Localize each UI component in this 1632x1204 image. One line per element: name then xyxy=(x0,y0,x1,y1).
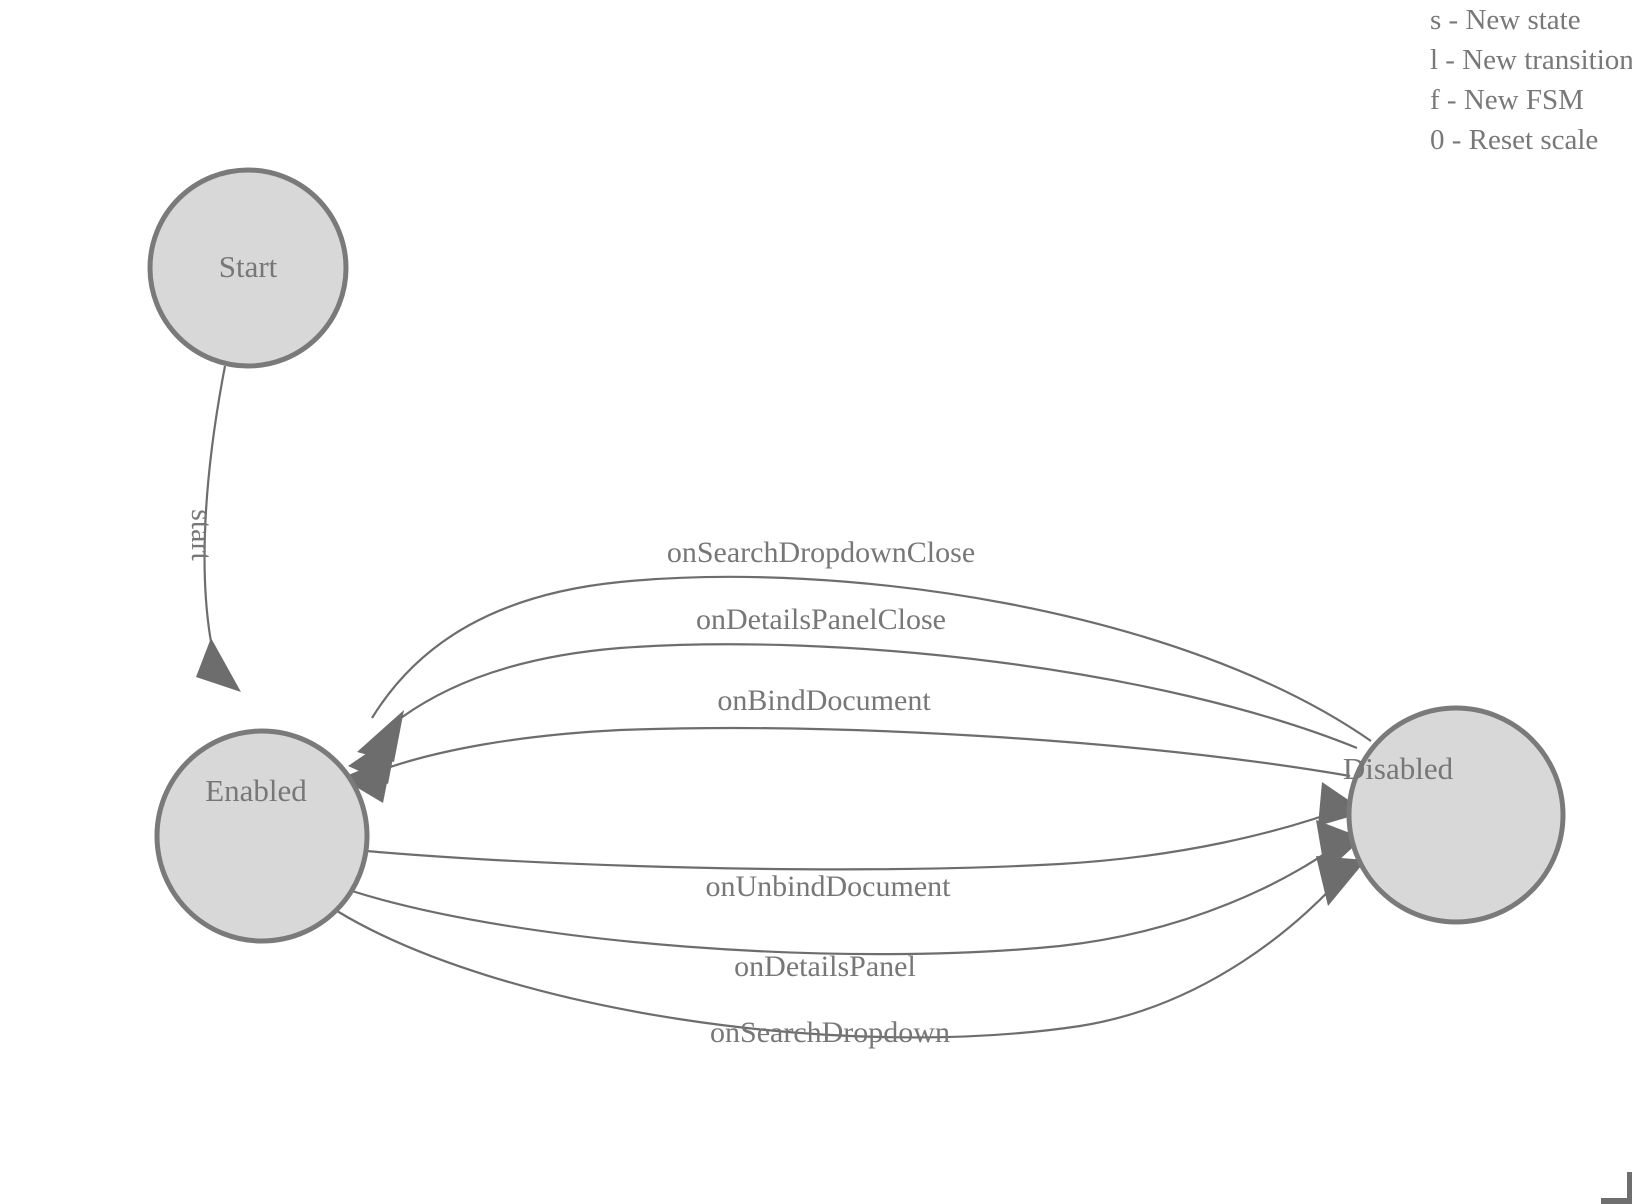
transition-start-arrowhead xyxy=(196,638,241,692)
legend-line-new-state: s - New state xyxy=(1430,4,1581,36)
transition-onsearchdropdown[interactable] xyxy=(336,856,1366,1039)
transition-label-ondetailspanelclose: onDetailsPanelClose xyxy=(696,603,946,636)
state-node-enabled[interactable]: Enabled xyxy=(154,728,370,944)
transition-label-ondetailspanel: onDetailsPanel xyxy=(734,950,916,983)
transition-ondetailspanelclose-path[interactable] xyxy=(373,643,1358,750)
transition-label-onsearchdropdownclose: onSearchDropdownClose xyxy=(667,536,975,569)
state-label-disabled: Disabled xyxy=(1343,751,1454,786)
horizontal-scrollbar-thumb[interactable] xyxy=(1601,1198,1632,1204)
transition-onsearchdropdown-arrowhead xyxy=(1316,856,1366,906)
state-node-start[interactable]: Start xyxy=(147,167,349,369)
vertical-scrollbar-thumb[interactable] xyxy=(1627,1172,1632,1204)
transition-onbinddocument-path[interactable] xyxy=(375,727,1351,778)
keyboard-shortcut-legend: s - New state l - New transition f - New… xyxy=(1430,0,1632,160)
transition-label-onbinddocument: onBindDocument xyxy=(717,684,931,717)
legend-line-reset-scale: 0 - Reset scale xyxy=(1430,124,1599,156)
transition-onbinddocument-arrowhead xyxy=(341,757,392,803)
transition-onunbinddocument-path[interactable] xyxy=(365,804,1352,871)
transition-start-path[interactable] xyxy=(203,365,227,663)
legend-line-new-transition: l - New transition xyxy=(1430,44,1632,76)
state-circle-disabled[interactable] xyxy=(1346,705,1566,925)
transition-label-onsearchdropdown: onSearchDropdown xyxy=(710,1016,950,1049)
state-label-enabled: Enabled xyxy=(205,773,307,808)
scrollbar-corner[interactable] xyxy=(1601,1172,1632,1204)
transition-label-start: start xyxy=(185,509,218,561)
legend-line-new-fsm: f - New FSM xyxy=(1430,84,1584,116)
transition-onsearchdropdown-path[interactable] xyxy=(336,857,1359,1039)
transition-onunbinddocument[interactable] xyxy=(365,782,1366,871)
transition-ondetailspanel-path[interactable] xyxy=(351,831,1355,956)
state-node-disabled[interactable]: Disabled xyxy=(1343,705,1566,925)
transition-start[interactable] xyxy=(196,365,241,692)
transition-onsearchdropdownclose-path[interactable] xyxy=(371,575,1372,742)
transition-onbinddocument[interactable] xyxy=(341,727,1351,803)
state-circle-enabled[interactable] xyxy=(154,728,370,944)
state-circle-start[interactable] xyxy=(147,167,349,369)
transition-label-onunbinddocument: onUnbindDocument xyxy=(706,870,952,903)
state-label-start: Start xyxy=(219,249,278,284)
